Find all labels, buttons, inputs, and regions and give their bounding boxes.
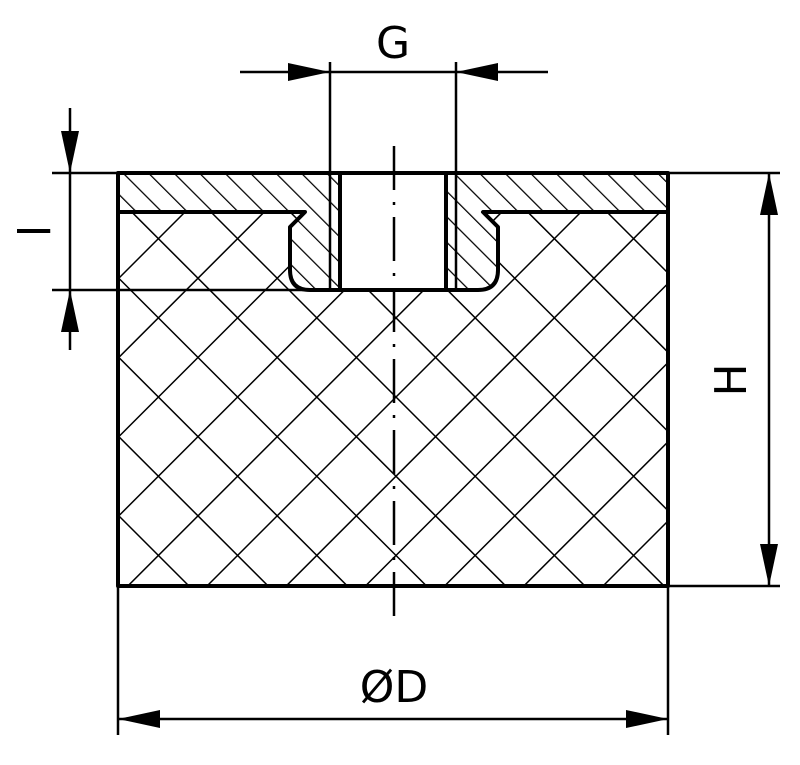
metal-plate	[118, 173, 668, 290]
thread-lines	[328, 173, 458, 290]
dimension-label-l: l	[10, 225, 61, 237]
dimension-d	[116, 586, 670, 735]
dimension-label-g: G	[376, 18, 410, 69]
dimension-l	[52, 108, 340, 350]
dimension-g	[240, 62, 548, 173]
dimension-label-h: H	[706, 363, 757, 396]
dimension-label-d: ØD	[360, 662, 429, 713]
dimension-h	[668, 171, 780, 588]
